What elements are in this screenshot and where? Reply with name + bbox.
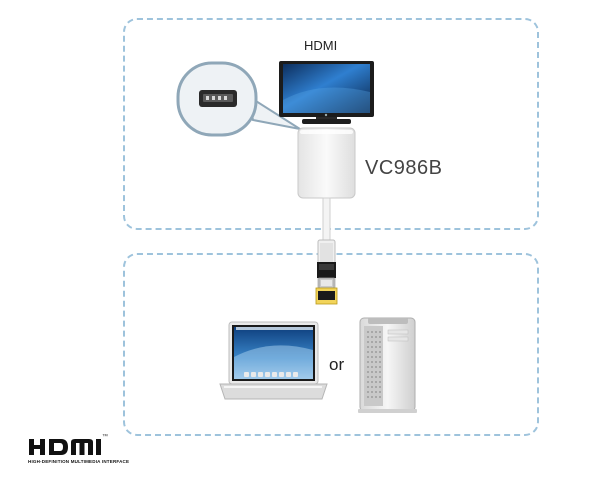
vc986b-adapter <box>297 127 356 305</box>
hdmi-display-label: HDMI <box>304 38 338 53</box>
hdmi-logo-tagline: HIGH-DEFINITION MULTIMEDIA INTERFACE <box>28 459 130 464</box>
hdmi-trademark: ™ <box>102 434 108 440</box>
or-label: or <box>329 355 345 374</box>
hdmi-display-icon <box>279 61 374 124</box>
display-zone <box>123 18 539 230</box>
laptop-icon <box>219 321 328 400</box>
adapter-model-label: VC986B <box>365 157 443 179</box>
hdmi-port-callout <box>176 61 301 137</box>
hdmi-logo <box>29 439 101 455</box>
desktop-tower-icon <box>358 317 417 413</box>
